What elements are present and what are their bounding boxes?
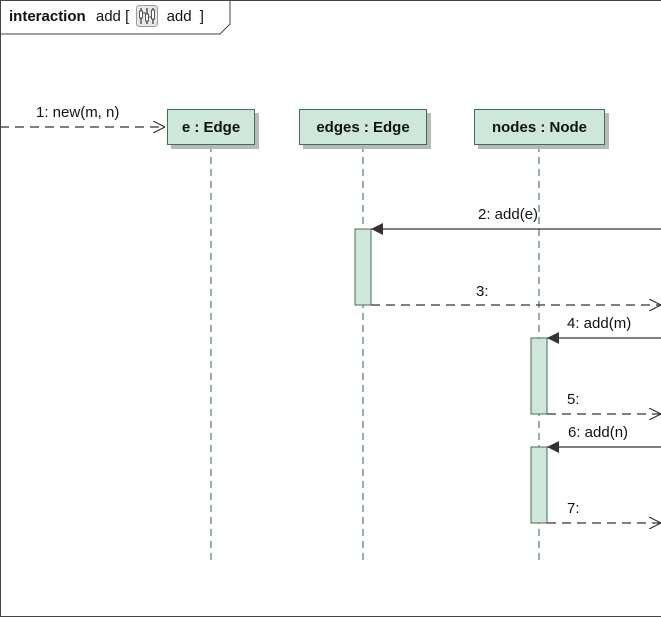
activation-bar-3 (530, 446, 548, 524)
message-label-7: 7: (567, 500, 580, 517)
message-label-6: 6: add(n) (568, 424, 629, 441)
message-label-1: 1: new(m, n) (36, 104, 120, 121)
message-label-5: 5: (567, 391, 580, 408)
activation-bar-1 (354, 228, 372, 306)
lifeline-head-nodes: nodes : Node (474, 109, 605, 145)
frame-keyword: interaction (9, 7, 86, 25)
frame-bracket-close: ] (199, 7, 204, 25)
interaction-diagram-icon (136, 5, 159, 27)
lifeline-head-edges: edges : Edge (299, 109, 427, 145)
frame-name: add (95, 7, 121, 25)
frame-bracket-open: [ (125, 7, 130, 25)
message-label-4: 4: add(m) (567, 315, 632, 332)
frame-title: interaction add [ add ] (9, 5, 204, 28)
message-label-3: 3: (476, 283, 489, 300)
activation-bar-2 (530, 337, 548, 415)
frame-title-tab (0, 0, 231, 35)
frame-ref-name: add (166, 7, 192, 25)
message-label-2: 2: add(e) (478, 206, 539, 223)
lifeline-head-e: e : Edge (167, 109, 255, 145)
